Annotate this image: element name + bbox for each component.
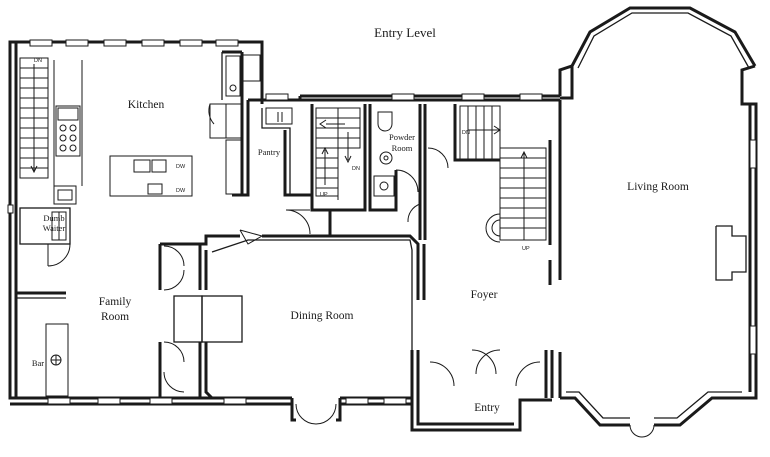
plan-title: Entry Level <box>374 25 436 40</box>
room-label-entry: Entry <box>474 402 500 414</box>
door-swings <box>163 147 655 438</box>
kitchen-range <box>53 60 83 205</box>
room-label-pantry: Pantry <box>258 147 281 157</box>
kitchen-stair <box>19 57 49 179</box>
room-label-foyer: Foyer <box>471 289 498 301</box>
exterior-walls <box>8 6 758 432</box>
kitchen-right-cabinets <box>208 54 261 195</box>
room-label-family-2: Room <box>101 311 129 323</box>
kitchen-island: DW DW <box>109 155 193 197</box>
center-stair-up-label: UP <box>320 192 328 198</box>
center-stair-dn-label: DN <box>352 166 360 172</box>
room-label-powder-1: Powder <box>389 132 415 142</box>
room-label-kitchen: Kitchen <box>128 99 165 111</box>
foyer-stair-dn-label: DN <box>462 130 470 136</box>
room-label-dining-room: Dining Room <box>291 310 354 322</box>
room-label-bar: Bar <box>32 358 44 368</box>
bar-counter <box>45 323 69 397</box>
dumb-waiter-label-2: Waiter <box>43 223 66 233</box>
room-label-powder-2: Room <box>392 143 413 153</box>
room-label-family-1: Family <box>99 296 132 308</box>
kitchen-stair-dn-label: DN <box>34 58 42 64</box>
windows <box>7 39 757 405</box>
dumb-waiter <box>47 211 71 267</box>
island-dw-label-1: DW <box>176 164 186 170</box>
powder-room-fixtures <box>373 111 419 197</box>
foyer-stair-up-label: UP <box>522 246 530 252</box>
dumb-waiter-label-1: Dumb <box>43 213 64 223</box>
center-stair: UP DN <box>315 107 361 200</box>
island-dw-label-2: DW <box>176 188 186 194</box>
foyer-stair: DN UP <box>459 105 547 252</box>
interior-walls <box>16 50 747 400</box>
room-label-living-room: Living Room <box>627 181 689 193</box>
pantry-fixtures <box>265 107 311 235</box>
